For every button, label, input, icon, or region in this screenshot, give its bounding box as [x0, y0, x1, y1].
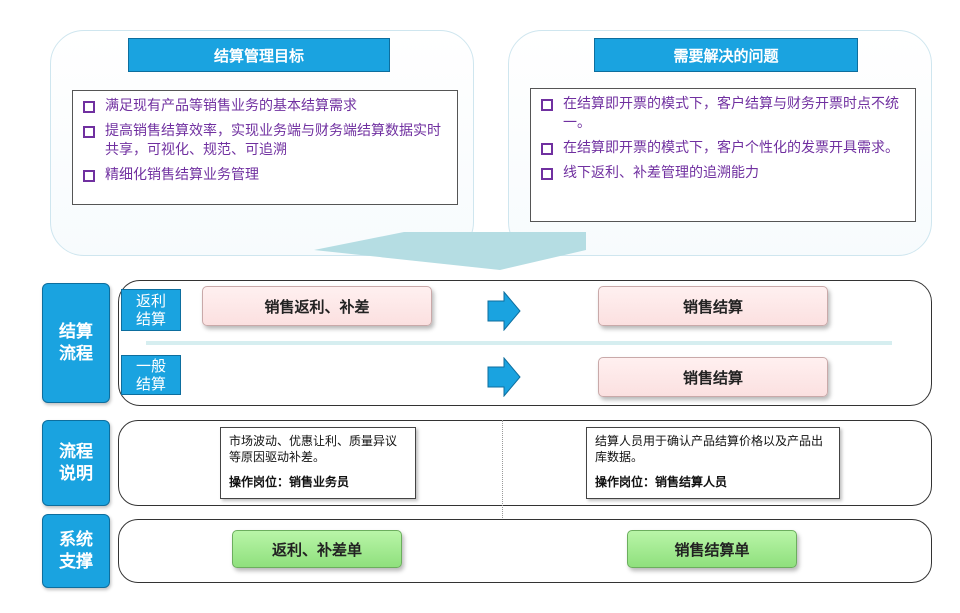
rebate-settlement-tag: 返利 结算	[121, 289, 181, 331]
square-bullet-icon	[83, 101, 95, 113]
list-item: 在结算即开票的模式下，客户结算与财务开票时点不统一。	[539, 95, 907, 133]
rebate-description: 市场波动、优惠让利、质量异议等原因驱动补差。 操作岗位：销售业务员	[220, 427, 416, 499]
list-item: 精细化销售结算业务管理	[81, 166, 449, 185]
system-label: 系统 支撑	[42, 514, 110, 588]
settle-description: 结算人员用于确认产品结算价格以及产品出库数据。 操作岗位：销售结算人员	[586, 427, 840, 499]
general-settlement-tag: 一般 结算	[121, 355, 181, 395]
general-settle-step: 销售结算	[598, 357, 828, 397]
square-bullet-icon	[541, 143, 553, 155]
goals-list: 满足现有产品等销售业务的基本结算需求 提高销售结算效率，实现业务端与财务端结算数…	[72, 90, 458, 205]
down-arrow-icon	[314, 232, 586, 270]
settle-step: 销售结算	[598, 286, 828, 326]
process-label: 结算 流程	[42, 283, 110, 403]
right-arrow-icon	[487, 357, 521, 397]
divider	[146, 341, 892, 345]
settlement-document: 销售结算单	[627, 530, 797, 568]
right-arrow-icon	[487, 291, 521, 331]
problems-title: 需要解决的问题	[594, 38, 858, 72]
list-item: 提高销售结算效率，实现业务端与财务端结算数据实时共享，可视化、规范、可追溯	[81, 122, 449, 160]
list-item: 在结算即开票的模式下，客户个性化的发票开具需求。	[539, 139, 907, 158]
list-item: 线下返利、补差管理的追溯能力	[539, 164, 907, 183]
list-item: 满足现有产品等销售业务的基本结算需求	[81, 97, 449, 116]
square-bullet-icon	[541, 99, 553, 111]
goals-title: 结算管理目标	[128, 38, 390, 72]
problems-list: 在结算即开票的模式下，客户结算与财务开票时点不统一。 在结算即开票的模式下，客户…	[530, 88, 916, 222]
explain-label: 流程 说明	[42, 420, 110, 506]
rebate-step: 销售返利、补差	[202, 286, 432, 326]
square-bullet-icon	[83, 126, 95, 138]
square-bullet-icon	[83, 170, 95, 182]
column-separator	[502, 420, 503, 580]
square-bullet-icon	[541, 168, 553, 180]
rebate-document: 返利、补差单	[232, 530, 402, 568]
